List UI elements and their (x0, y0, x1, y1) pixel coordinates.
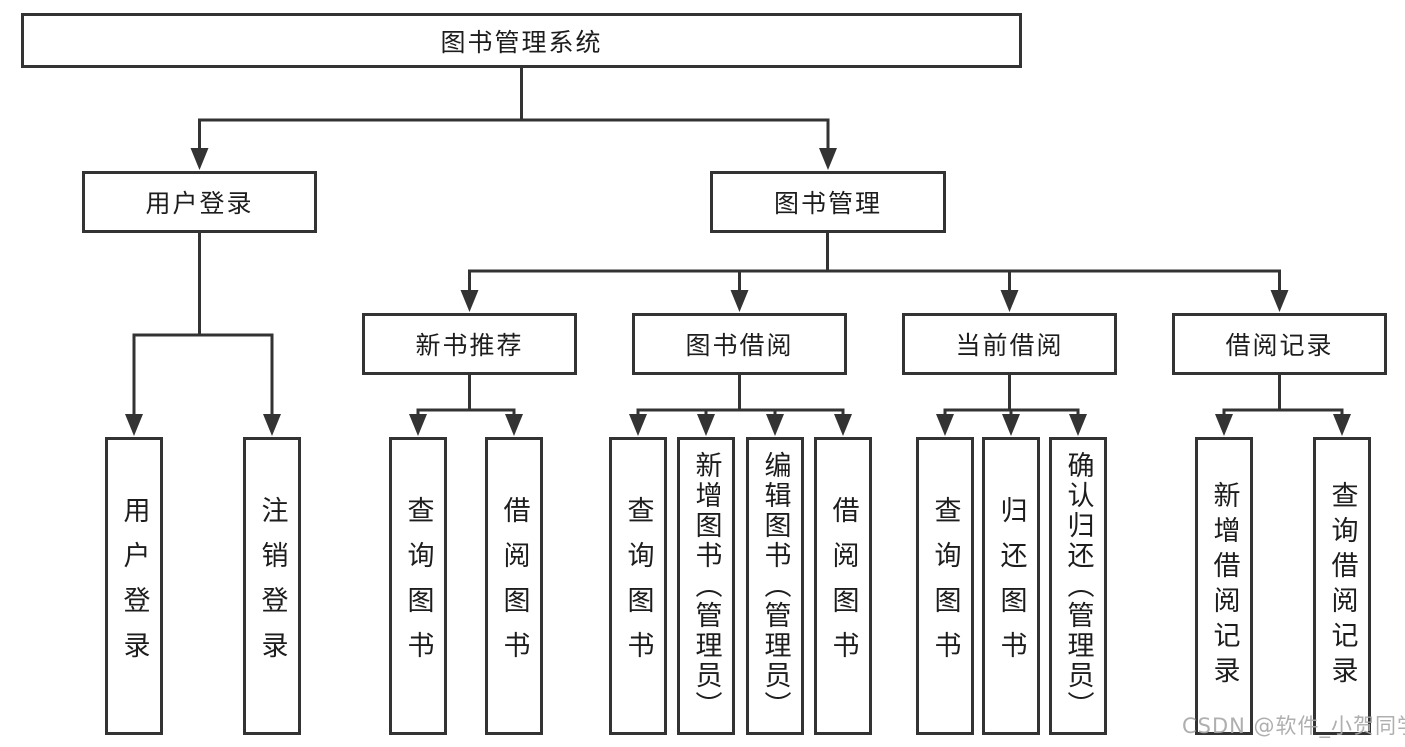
node-book-borrowing: 图书借阅 (632, 313, 847, 375)
node-root-label: 图书管理系统 (440, 27, 603, 57)
node-user-login: 用户登录 (82, 171, 317, 233)
node-current-borrowing-label: 当前借阅 (955, 331, 1064, 360)
leaf-query-books-recommend-label: 查询图书 (402, 496, 434, 676)
leaf-query-books-borrowing: 查询图书 (609, 437, 667, 735)
leaf-user-login-label: 用户登录 (118, 496, 150, 676)
node-borrowing-records: 借阅记录 (1172, 313, 1387, 375)
csdn-watermark: CSDN @软件_小贺同学 (1182, 714, 1405, 738)
node-borrowing-records-label: 借阅记录 (1225, 331, 1334, 360)
leaf-query-books-borrowing-label: 查询图书 (622, 496, 654, 676)
node-book-management-label: 图书管理 (773, 189, 882, 218)
node-new-book-recommendation: 新书推荐 (362, 313, 577, 375)
leaf-edit-books-admin-label: 编辑图书（管理员） (759, 451, 791, 721)
leaf-user-login: 用户登录 (105, 437, 163, 735)
leaf-query-books-recommend: 查询图书 (389, 437, 447, 735)
leaf-add-borrow-record: 新增借阅记录 (1195, 437, 1253, 735)
leaf-query-borrow-record-label: 查询借阅记录 (1326, 481, 1358, 691)
leaf-edit-books-admin: 编辑图书（管理员） (746, 437, 804, 735)
leaf-query-borrow-record: 查询借阅记录 (1313, 437, 1371, 735)
leaf-logout-label: 注销登录 (256, 496, 288, 676)
node-root: 图书管理系统 (21, 13, 1022, 68)
leaf-borrow-books-recommend: 借阅图书 (485, 437, 543, 735)
leaf-add-books-admin: 新增图书（管理员） (677, 437, 735, 735)
node-book-borrowing-label: 图书借阅 (685, 331, 794, 360)
leaf-query-books-current: 查询图书 (916, 437, 974, 735)
node-new-book-recommendation-label: 新书推荐 (415, 331, 524, 360)
leaf-add-books-admin-label: 新增图书（管理员） (690, 451, 722, 721)
leaf-return-books: 归还图书 (982, 437, 1040, 735)
node-book-management: 图书管理 (710, 171, 946, 233)
leaf-borrow-books-borrowing: 借阅图书 (814, 437, 872, 735)
leaf-confirm-return-admin-label: 确认归还（管理员） (1062, 451, 1094, 721)
node-user-login-label: 用户登录 (145, 189, 254, 218)
arrowheads (125, 148, 1351, 436)
leaf-borrow-books-borrowing-label: 借阅图书 (827, 496, 859, 676)
leaf-add-borrow-record-label: 新增借阅记录 (1208, 481, 1240, 691)
leaf-return-books-label: 归还图书 (995, 496, 1027, 676)
leaf-borrow-books-recommend-label: 借阅图书 (498, 496, 530, 676)
node-current-borrowing: 当前借阅 (902, 313, 1117, 375)
leaf-logout: 注销登录 (243, 437, 301, 735)
leaf-confirm-return-admin: 确认归还（管理员） (1049, 437, 1107, 735)
leaf-query-books-current-label: 查询图书 (929, 496, 961, 676)
